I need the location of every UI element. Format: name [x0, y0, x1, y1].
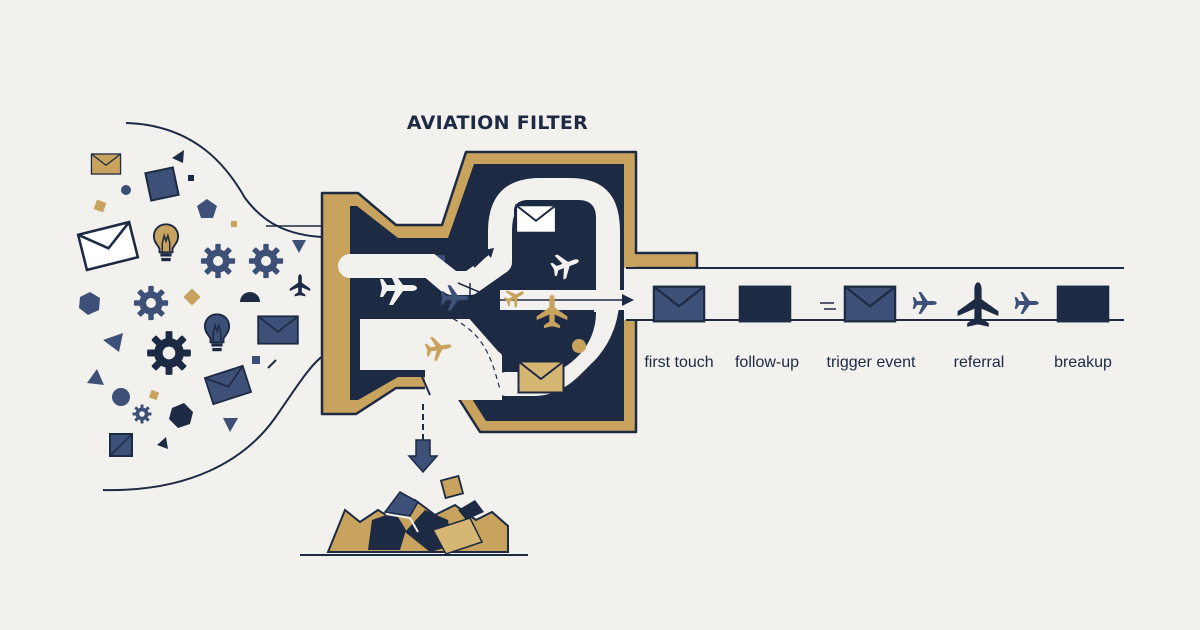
tiny-square-icon: [188, 175, 194, 181]
motion-lines: [820, 302, 836, 310]
small-square-icon: [183, 288, 201, 306]
envelope-icon: [515, 204, 557, 234]
tiny-square-icon: [231, 221, 237, 227]
funnel-upper-curve: [125, 122, 323, 238]
dot-shape-icon: [112, 388, 130, 406]
triangle-shape-icon: [157, 437, 168, 449]
gear-icon: [133, 285, 169, 321]
stage-label-follow-up: follow-up: [734, 354, 800, 371]
envelope-icon: [203, 364, 253, 406]
envelope-icon: [76, 220, 140, 272]
envelope-icon: [843, 285, 897, 323]
half-circle-icon: [240, 292, 260, 302]
stage-label-breakup: breakup: [1054, 354, 1112, 371]
envelope-icon: [652, 285, 706, 323]
down-arrow-icon: [407, 439, 439, 474]
envelope-icon: [257, 315, 299, 345]
filter-machine: [320, 150, 1124, 434]
dash-shape-icon: [267, 359, 277, 369]
triangle-shape-icon: [223, 418, 238, 432]
dot-shape-icon: [121, 185, 131, 195]
square-shape-icon: [439, 474, 465, 500]
square-shape-icon: [144, 166, 180, 202]
filter-channel: [338, 178, 620, 396]
airplane-icon: [289, 274, 311, 297]
triangle-shape-icon: [172, 150, 184, 163]
stage-label-first-touch: first touch: [644, 354, 714, 371]
triangle-shape-icon: [292, 240, 306, 253]
reject-pile: [300, 404, 528, 556]
small-square-icon: [252, 356, 260, 364]
hexagon-shape-icon: [79, 292, 100, 315]
envelope-icon: [517, 360, 565, 394]
reject-chute: [360, 318, 502, 400]
incoming-chaos: [76, 122, 325, 492]
small-square-icon: [93, 199, 107, 213]
upward-arrow: [473, 251, 491, 268]
tiny-square-icon: [148, 389, 160, 401]
gear-icon: [132, 404, 152, 424]
gear-icon: [147, 331, 191, 375]
hexagon-shape-icon: [169, 403, 193, 428]
diagram-title: AVIATION FILTER: [406, 112, 589, 134]
gear-icon: [200, 243, 236, 279]
envelope-icon: [738, 285, 792, 323]
triangle-shape-icon: [87, 369, 104, 385]
stage-label-trigger-event: trigger event: [826, 354, 916, 371]
sequence-track: [652, 282, 1110, 327]
dot-shape-icon: [572, 339, 586, 353]
pipe-arrowhead: [622, 294, 634, 306]
stage-label-referral: referral: [953, 354, 1005, 371]
pentagon-shape-icon: [197, 199, 217, 218]
gear-icon: [248, 243, 284, 279]
envelope-icon: [1056, 285, 1110, 323]
lightbulb-icon: [203, 313, 231, 353]
triangle-shape-icon: [103, 333, 123, 352]
funnel-lower-curve: [102, 354, 325, 492]
envelope-icon: [90, 153, 122, 175]
lightbulb-icon: [152, 223, 180, 263]
